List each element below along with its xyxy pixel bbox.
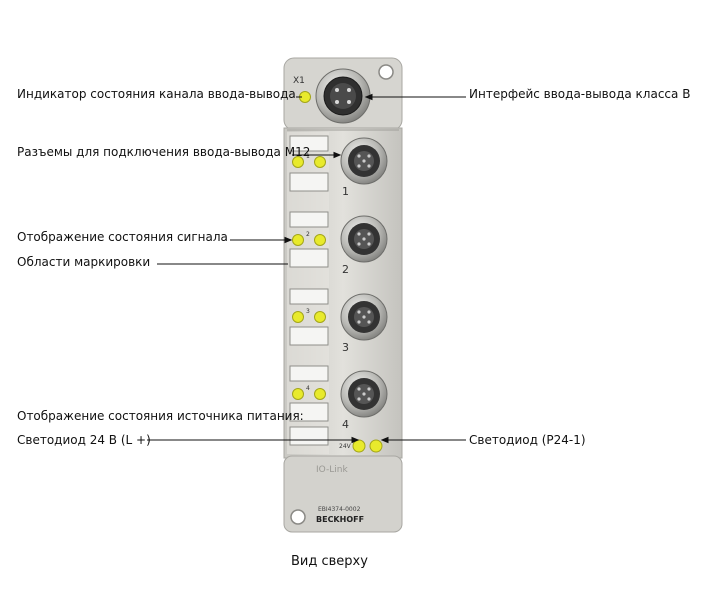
caption-top-view: Вид сверху [291, 554, 368, 569]
led-number: 3 [306, 308, 310, 315]
brand-name: BECKHOFF [316, 515, 364, 524]
led-p24 [369, 439, 383, 453]
signal-led-a [292, 234, 304, 246]
label-led-p24: Светодиод (P24-1) [469, 433, 586, 447]
marking-area [289, 172, 329, 192]
mounting-hole-top [378, 64, 394, 80]
label-marking-areas: Области маркировки [17, 255, 151, 269]
signal-led-b [314, 388, 326, 400]
callout-lines [147, 93, 466, 444]
port-number: 2 [342, 263, 349, 276]
channel-1: 1 1 [289, 135, 388, 198]
x1-connector [315, 68, 371, 124]
label-signal-status-display: Отображение состояния сигнала [17, 230, 228, 244]
marking-area [289, 426, 329, 446]
signal-led-a [292, 311, 304, 323]
model-number: EBI4374-0002 [318, 506, 361, 513]
x1-label: X1 [293, 76, 305, 86]
label-io-interface-class-b: Интерфейс ввода-вывода класса B [469, 87, 691, 101]
label-power-status-display: Отображение состояния источника питания: [17, 409, 304, 423]
signal-led-b [314, 156, 326, 168]
marking-area [289, 211, 329, 228]
signal-led-a [292, 388, 304, 400]
iolink-logo: IO-Link [316, 465, 348, 475]
marking-area [289, 135, 329, 152]
label-channel-status-indicator: Индикатор состояния канала ввода-вывода [17, 87, 296, 101]
led-number: 1 [306, 153, 310, 160]
port-number: 4 [342, 418, 349, 431]
marking-area [289, 326, 329, 346]
channel-2: 2 2 [289, 211, 388, 276]
power-leds: 24V [339, 439, 383, 453]
mounting-hole-bottom [290, 509, 306, 525]
label-led-24v: Светодиод 24 В (L +) [17, 433, 151, 447]
led-number: 4 [306, 385, 310, 392]
marking-area [289, 288, 329, 305]
bottom-flange [283, 455, 403, 533]
power-led-label: 24V [339, 443, 352, 450]
port-number: 3 [342, 341, 349, 354]
port-number: 1 [342, 185, 349, 198]
signal-led-b [314, 311, 326, 323]
signal-led-a [292, 156, 304, 168]
signal-led-b [314, 234, 326, 246]
channel-3: 3 3 [289, 288, 388, 354]
marking-area [289, 365, 329, 382]
label-m12-connectors: Разъемы для подключения ввода-вывода M12 [17, 145, 311, 159]
marking-area [289, 248, 329, 268]
led-number: 2 [306, 231, 310, 238]
marking-area [289, 402, 329, 422]
